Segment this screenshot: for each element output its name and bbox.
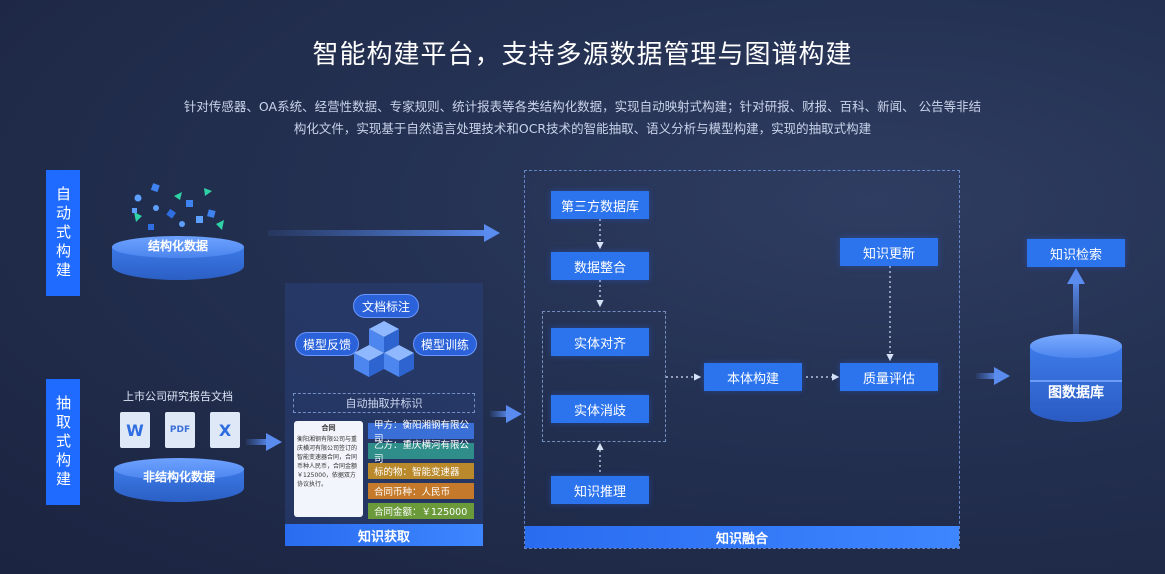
entity-alignment-box: 实体对齐 xyxy=(551,328,649,356)
extracted-fields: 甲方：衡阳湘钢有限公司 乙方：重庆横河有限公司 标的物：智能变速器 合同币种：人… xyxy=(368,420,474,519)
quality-box: 质量评估 xyxy=(840,363,938,391)
graph-db-cylinder: 图数据库 xyxy=(1030,334,1122,426)
unstructured-data-label: 非结构化数据 xyxy=(142,470,215,484)
entity-disambiguation-box: 实体消歧 xyxy=(551,395,649,423)
arrow-extraction-to-fusion xyxy=(490,405,522,423)
structured-cylinder: 结构化数据 xyxy=(112,236,244,286)
knowledge-reasoning-box: 知识推理 xyxy=(551,476,649,504)
dotted-connectors xyxy=(596,219,894,472)
field-amount: 合同金额：￥125000 xyxy=(368,503,474,519)
knowledge-update-box: 知识更新 xyxy=(840,238,938,266)
field-party-b: 乙方：重庆横河有限公司 xyxy=(368,440,474,465)
arrow-graphdb-to-search xyxy=(1067,268,1085,350)
fusion-footer: 知识融合 xyxy=(525,526,959,548)
contract-doc: 合同 衡阳湘钢有限公司与重庆横河有限公司签订的智能变速器合同，合同币种人民币，合… xyxy=(294,421,363,517)
subtitle-line-2: 构化文件，实现基于自然语言处理技术和OCR技术的智能抽取、语义分析与模型构建，实… xyxy=(293,121,872,136)
arrow-unstructured-to-extraction xyxy=(246,433,282,451)
word-file-icon: W xyxy=(120,412,150,448)
structured-data-label: 结构化数据 xyxy=(147,239,208,253)
entity-group xyxy=(542,311,666,442)
arrow-structured-to-fusion xyxy=(268,224,500,242)
model-feedback-pill: 模型反馈 xyxy=(295,332,359,356)
field-subject: 标的物：智能变速器 xyxy=(368,463,474,479)
unstructured-cylinder: 非结构化数据 xyxy=(114,458,244,508)
fusion-panel: 知识融合 xyxy=(524,170,960,549)
report-label: 上市公司研究报告文档 xyxy=(123,390,233,403)
structured-data-group: 结构化数据 xyxy=(112,180,244,288)
graph-db-label: 图数据库 xyxy=(1048,385,1104,401)
extract-build-label: 抽取式构建 xyxy=(46,379,80,505)
auto-extract-bar: 自动抽取并标识 xyxy=(293,393,475,413)
doc-annotation-pill: 文档标注 xyxy=(353,294,419,318)
cube-cluster-icon xyxy=(354,321,414,377)
extraction-footer: 知识获取 xyxy=(285,524,483,546)
page-subtitle: 针对传感器、OA系统、经营性数据、专家规则、统计报表等各类结构化数据，实现自动映… xyxy=(170,96,995,140)
excel-file-icon: X xyxy=(210,412,240,448)
model-training-pill: 模型训练 xyxy=(413,332,477,356)
knowledge-search-box: 知识检索 xyxy=(1027,239,1125,267)
arrow-fusion-to-graphdb xyxy=(976,367,1010,385)
auto-build-label: 自动式构建 xyxy=(46,170,80,296)
contract-title: 合同 xyxy=(321,424,336,432)
contract-body: 衡阳湘钢有限公司与重庆横河有限公司签订的智能变速器合同，合同币种人民币，合同金额… xyxy=(297,436,358,488)
third-party-db-box: 第三方数据库 xyxy=(551,191,649,219)
field-currency: 合同币种：人民币 xyxy=(368,483,474,499)
subtitle-line-1: 针对传感器、OA系统、经营性数据、专家规则、统计报表等各类结构化数据，实现自动映… xyxy=(183,99,982,114)
pdf-file-icon: PDF xyxy=(165,412,195,448)
ontology-box: 本体构建 xyxy=(704,363,802,391)
extraction-panel: 文档标注 模型反馈 模型训练 自动抽取并标识 合同 衡阳湘钢有限公司与重庆横河有… xyxy=(285,283,483,546)
file-icons: W PDF X xyxy=(120,412,240,452)
scatter-shapes xyxy=(132,183,224,230)
data-integration-box: 数据整合 xyxy=(551,252,649,280)
page-title: 智能构建平台，支持多源数据管理与图谱构建 xyxy=(312,40,853,70)
